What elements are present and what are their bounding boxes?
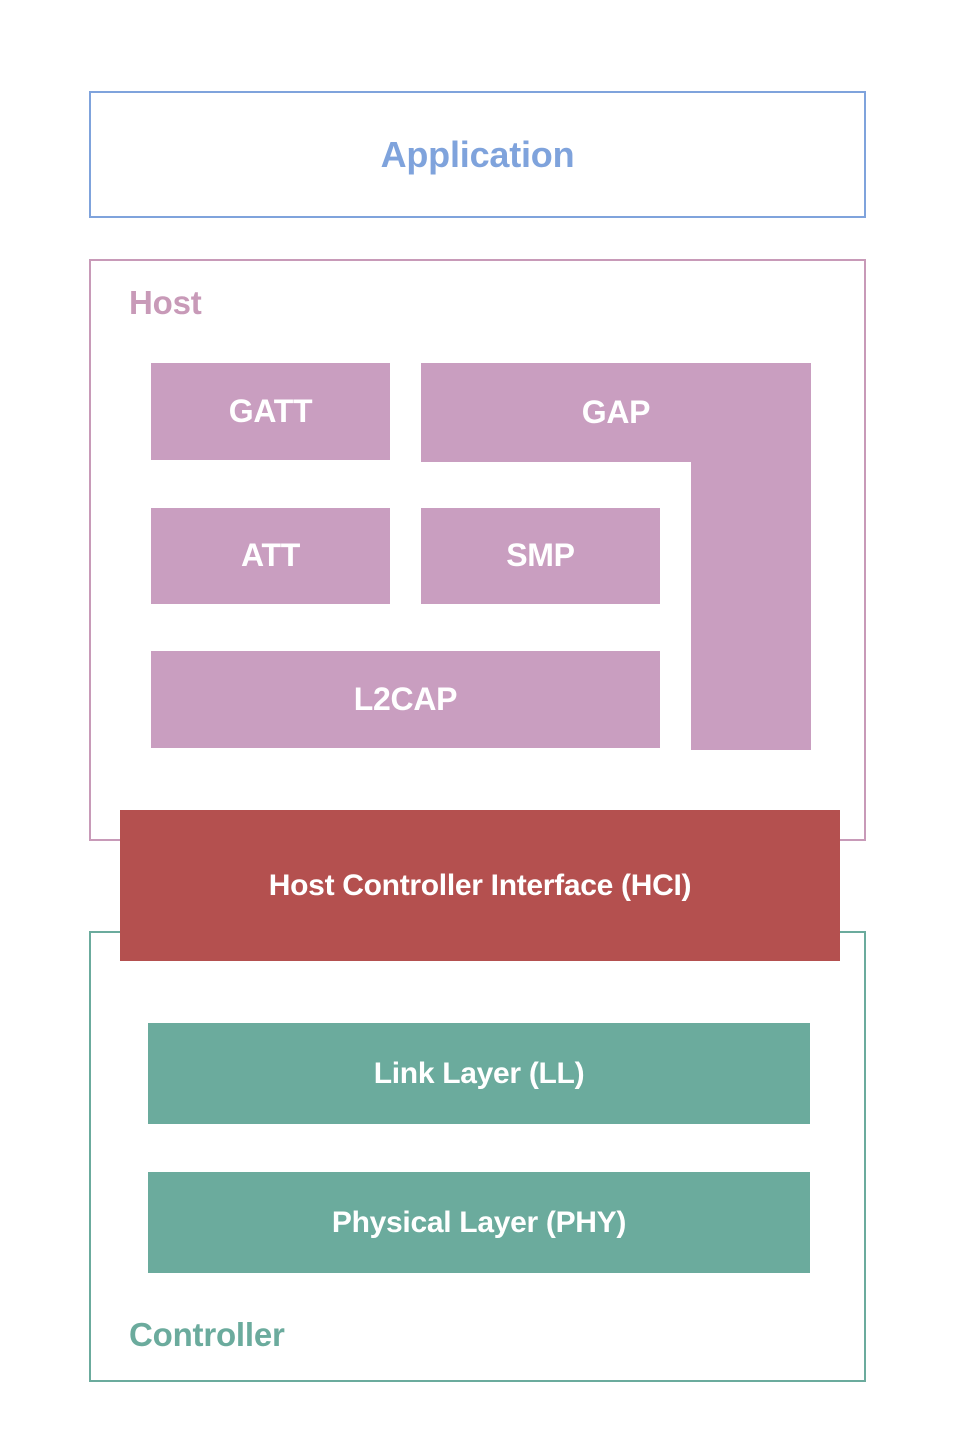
block-gatt: GATT <box>151 363 390 460</box>
host-layer-label: Host <box>129 284 202 321</box>
controller-layer-box <box>89 931 866 1382</box>
block-link-layer: Link Layer (LL) <box>148 1023 810 1124</box>
block-l2cap: L2CAP <box>151 651 660 748</box>
application-layer-label: Application <box>380 133 575 175</box>
application-layer-box <box>89 91 866 218</box>
block-att: ATT <box>151 508 390 604</box>
block-smp: SMP <box>421 508 660 604</box>
block-physical-layer: Physical Layer (PHY) <box>148 1172 810 1273</box>
block-host-controller-interface: Host Controller Interface (HCI) <box>120 810 840 961</box>
controller-layer-label: Controller <box>129 1316 285 1353</box>
